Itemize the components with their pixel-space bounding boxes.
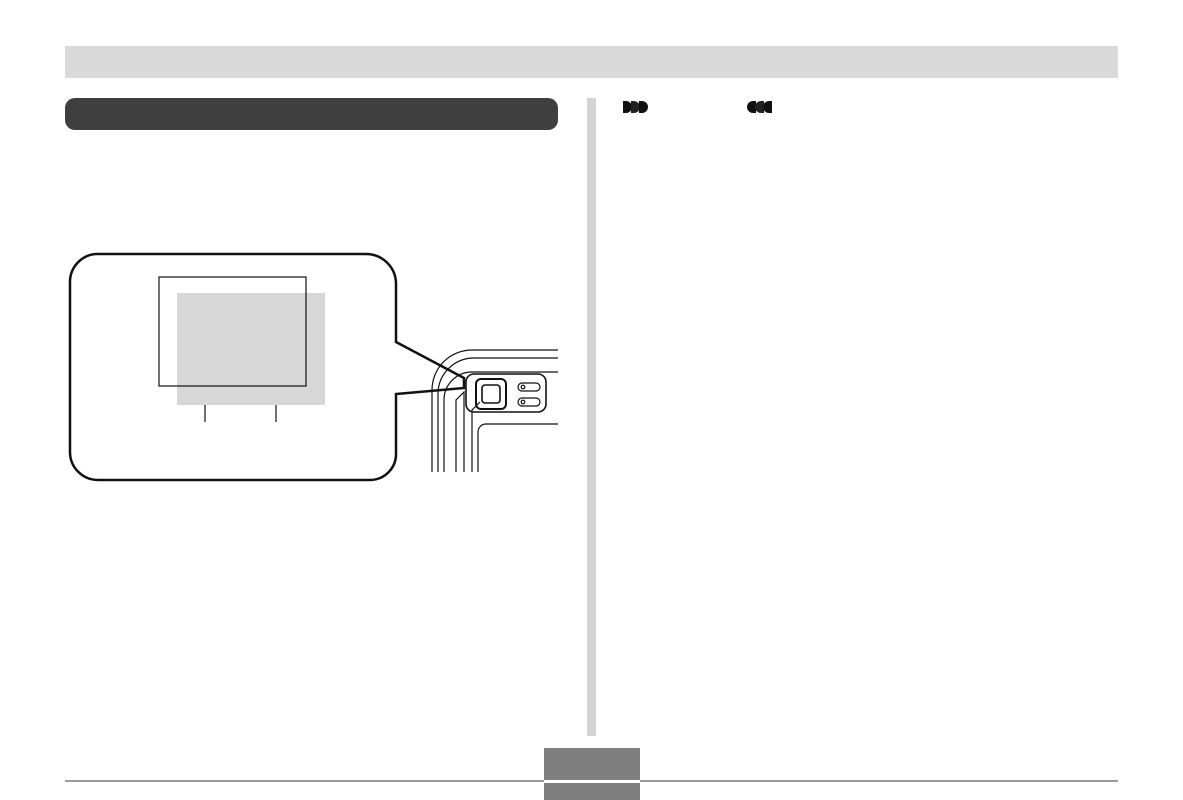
header-band	[65, 46, 1118, 78]
viewfinder-frame-icon	[158, 276, 307, 387]
triple-right-chevron-icon	[622, 100, 652, 114]
column-divider	[587, 98, 596, 736]
triple-left-chevron-icon	[745, 100, 775, 114]
camera-callout-illustration	[60, 250, 570, 490]
section-heading-bar	[65, 98, 558, 130]
page-number-tab	[544, 748, 640, 800]
page-tab-divider	[544, 780, 640, 783]
